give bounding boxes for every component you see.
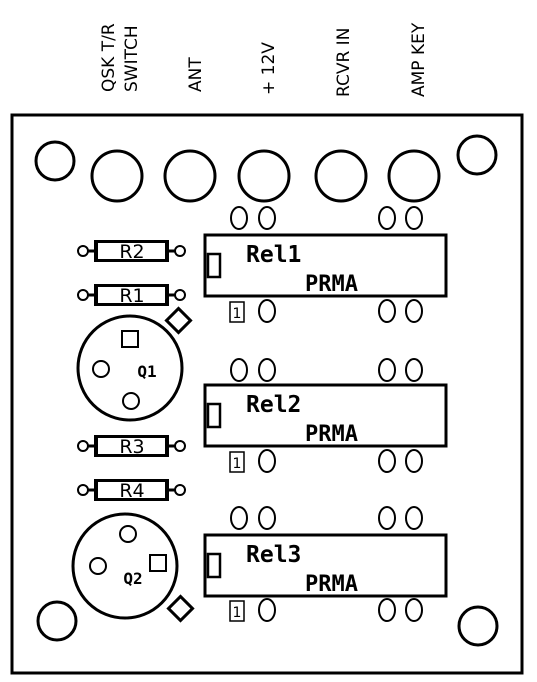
label-qsk-line1: QSK T/R [99,23,119,92]
mounting-holes [34,134,499,647]
resistor-label: R4 [119,480,144,502]
resistor-label: R1 [119,285,144,307]
transistor-label: Q2 [123,569,142,588]
relay-type: PRMA [305,272,358,297]
relay-type: PRMA [305,572,358,597]
label-amp-key: AMP KEY [409,22,429,97]
board-outline [10,113,524,675]
relay-pin1: 1 [233,605,242,621]
relay-rel3: Rel3 PRMA 1 [203,506,448,622]
label-12v: + 12V [259,42,279,95]
relay-name: Rel2 [246,392,301,418]
resistor-r3: R3 [77,435,186,458]
resistor-label: R3 [119,436,144,458]
pad-qsk [90,149,144,203]
connector-labels: QSK T/R SWITCH ANT + 12V RCVR IN AMP KEY [99,22,429,97]
relay-name: Rel3 [246,542,301,568]
pad-12v [237,149,291,203]
relay-type: PRMA [305,422,358,447]
resistor-label: R2 [119,241,144,263]
transistor-label: Q1 [137,362,156,381]
mount-hole-top-left [34,140,76,182]
relay-rel2: Rel2 PRMA 1 [203,358,448,473]
resistor-r1: R1 [77,284,186,307]
transistor-q2: Q2 [71,512,195,623]
relay-rel1: Rel1 PRMA 1 [203,206,448,323]
connector-pads [90,149,441,203]
label-qsk-line2: SWITCH [122,25,142,92]
resistor-r4: R4 [77,479,186,502]
mount-hole-bottom-right [457,605,499,647]
label-rcvr-in: RCVR IN [334,28,354,97]
relay-pin1: 1 [233,456,242,472]
pad-rcvr-in [314,149,368,203]
resistor-r2: R2 [77,240,186,263]
pad-amp-key [387,149,441,203]
pad-ant [163,149,217,203]
mount-hole-top-right [456,134,498,176]
label-ant: ANT [186,57,206,92]
relay-pin1: 1 [233,306,242,322]
relay-name: Rel1 [246,242,301,268]
mount-hole-bottom-left [36,600,78,642]
transistor-q1: Q1 [76,306,193,422]
